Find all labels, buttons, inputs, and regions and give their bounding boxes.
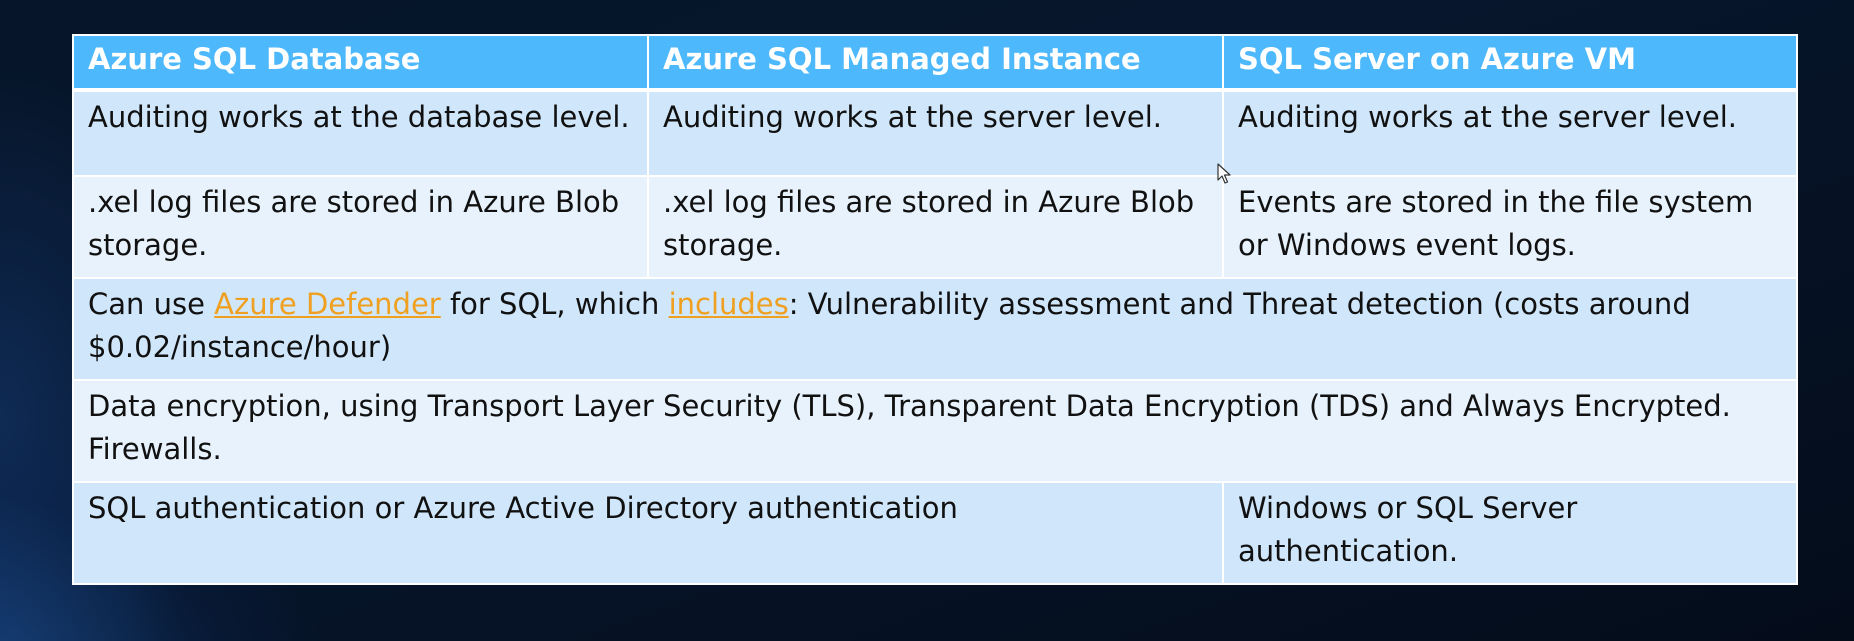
comparison-table: Azure SQL Database Azure SQL Managed Ins… xyxy=(72,34,1798,585)
table-cell: Data encryption, using Transport Layer S… xyxy=(72,379,1798,483)
table-cell: Can use Azure Defender for SQL, which in… xyxy=(72,277,1798,381)
header-azure-sql-managed-instance: Azure SQL Managed Instance xyxy=(647,34,1224,92)
table-cell: Auditing works at the server level. xyxy=(647,89,1224,177)
table-cell: Windows or SQL Server authentication. xyxy=(1222,481,1798,585)
table-cell: .xel log files are stored in Azure Blob … xyxy=(647,175,1224,279)
table-cell: SQL authentication or Azure Active Direc… xyxy=(72,481,1224,585)
table-cell: Auditing works at the database level. xyxy=(72,89,649,177)
cell-text: for SQL, which xyxy=(440,287,669,321)
cell-text: : Vulnerability assessment and Threat de… xyxy=(88,287,1691,364)
table-row-auditing: Auditing works at the database level. Au… xyxy=(72,89,1798,177)
header-azure-sql-database: Azure SQL Database xyxy=(72,34,649,92)
table-cell: Auditing works at the server level. xyxy=(1222,89,1798,177)
table-row-encryption: Data encryption, using Transport Layer S… xyxy=(72,379,1798,483)
table-cell: Events are stored in the file system or … xyxy=(1222,175,1798,279)
header-row: Azure SQL Database Azure SQL Managed Ins… xyxy=(72,34,1798,92)
table-row-authentication: SQL authentication or Azure Active Direc… xyxy=(72,481,1798,585)
table-row-azure-defender: Can use Azure Defender for SQL, which in… xyxy=(72,277,1798,381)
table-cell: .xel log files are stored in Azure Blob … xyxy=(72,175,649,279)
cell-text: Can use xyxy=(88,287,215,321)
mouse-pointer-icon xyxy=(1217,163,1231,184)
azure-defender-link[interactable]: Azure Defender xyxy=(214,287,441,321)
table-row-log-storage: .xel log files are stored in Azure Blob … xyxy=(72,175,1798,279)
includes-link[interactable]: includes xyxy=(668,287,789,321)
header-sql-server-on-azure-vm: SQL Server on Azure VM xyxy=(1222,34,1798,92)
